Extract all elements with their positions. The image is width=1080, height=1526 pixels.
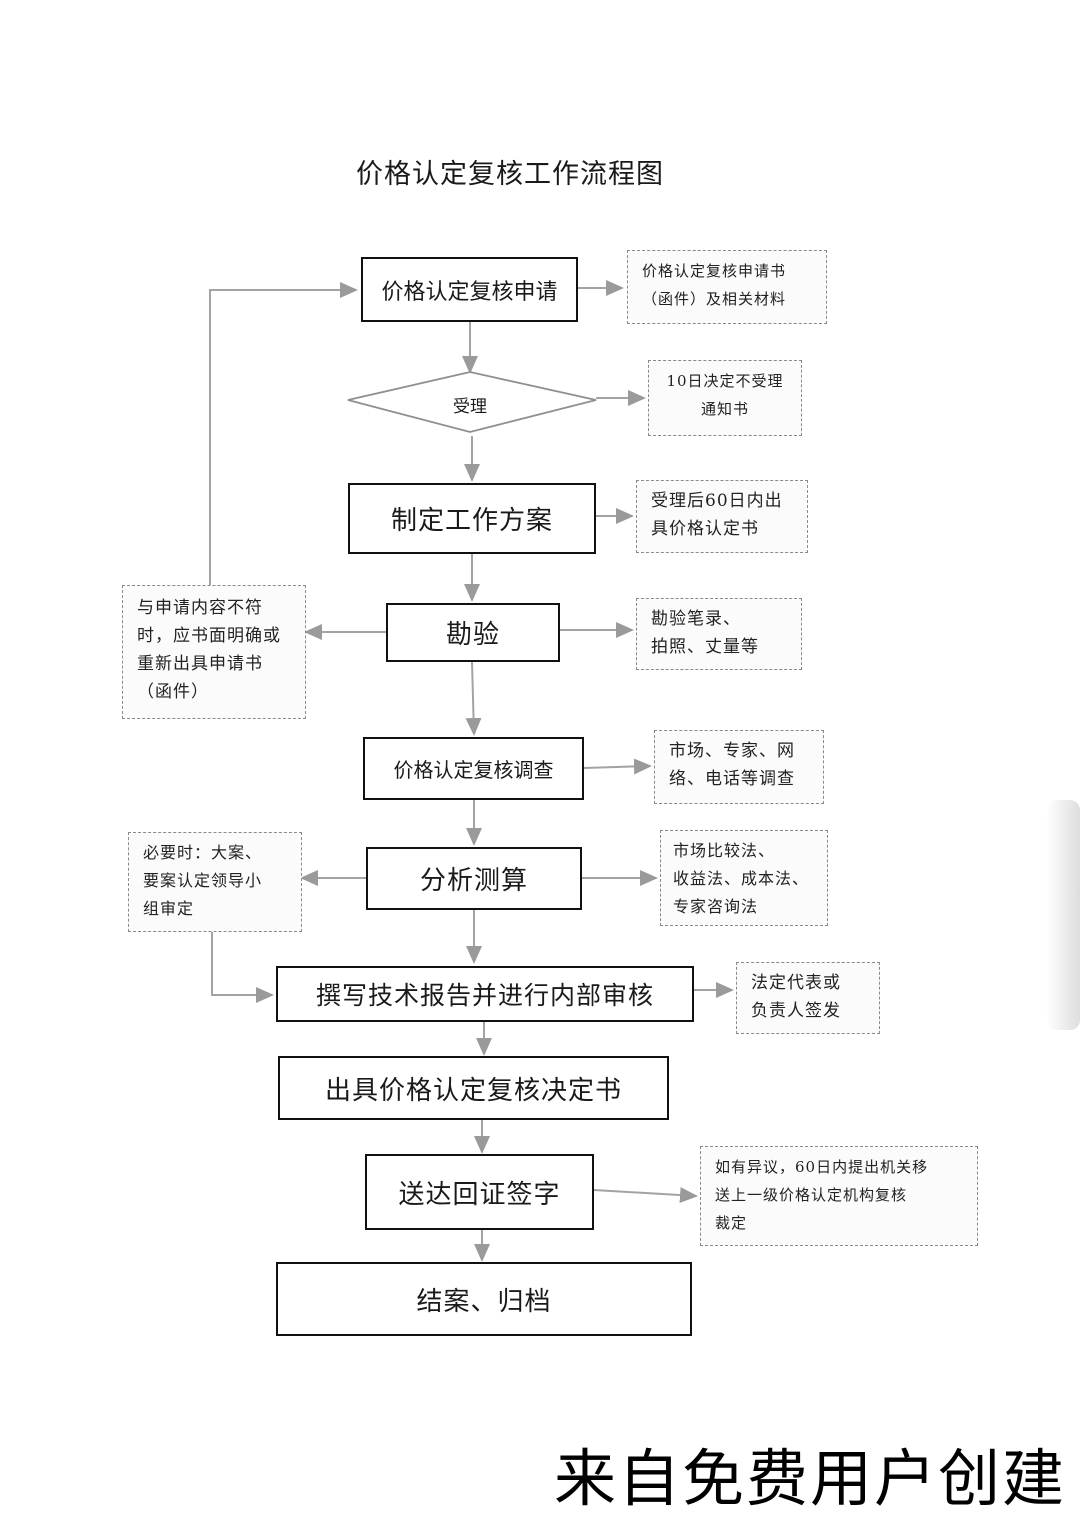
note-mismatch: 与申请内容不符 时，应书面明确或 重新出具申请书 （函件） — [122, 585, 306, 719]
note-line: 拍照、丈量等 — [651, 637, 759, 657]
note-line: 与申请内容不符 — [137, 598, 263, 618]
note-objection: 如有异议，60日内提出机关移 送上一级价格认定机构复核 裁定 — [700, 1146, 978, 1246]
note-line: 具价格认定书 — [651, 519, 759, 539]
step-accept-label: 受理 — [453, 397, 487, 417]
arrow-investigate-to-methods — [583, 758, 652, 775]
page-title: 价格认定复核工作流程图 — [356, 159, 664, 190]
note-line: 通知书 — [700, 400, 749, 418]
note-line: 收益法、成本法、 — [673, 869, 810, 888]
step-deliver-label: 送达回证签字 — [398, 1179, 561, 1210]
note-survey-records: 勘验笔录、 拍照、丈量等 — [636, 598, 802, 670]
arrow-mismatch-loop-back — [209, 282, 358, 585]
note-line: 裁定 — [715, 1214, 748, 1232]
note-line: 10日决定不受理 — [666, 372, 784, 390]
arrow-deliver-to-objection — [593, 1187, 698, 1204]
note-line: 勘验笔录、 — [651, 609, 741, 629]
step-investigate: 价格认定复核调查 — [363, 737, 584, 800]
step-close-label: 结案、归档 — [416, 1286, 552, 1317]
step-issue: 出具价格认定复核决定书 — [278, 1056, 669, 1120]
note-signoff: 法定代表或 负责人签发 — [736, 962, 880, 1034]
note-line: 如有异议，60日内提出机关移 — [715, 1158, 929, 1176]
step-deliver: 送达回证签字 — [365, 1154, 594, 1230]
arrow-survey-to-investigate — [465, 661, 482, 736]
note-line: 必要时：大案、 — [143, 843, 263, 862]
step-analyze-label: 分析测算 — [419, 866, 528, 896]
step-apply: 价格认定复核申请 — [361, 257, 578, 322]
note-apply-materials: 价格认定复核申请书 （函件）及相关材料 — [627, 250, 827, 324]
step-plan-label: 制定工作方案 — [390, 506, 553, 536]
note-line: 价格认定复核申请书 — [642, 262, 787, 280]
note-line: （函件） — [137, 682, 209, 702]
note-reject-notice: 10日决定不受理 通知书 — [648, 360, 802, 436]
note-investigate-methods: 市场、专家、网 络、电话等调查 — [654, 730, 824, 804]
note-line: 市场比较法、 — [673, 841, 776, 860]
watermark-text: 来自免费用户创建 — [553, 1442, 1066, 1515]
note-deadline: 受理后60日内出 具价格认定书 — [636, 480, 808, 553]
step-report-label: 撰写技术报告并进行内部审核 — [315, 981, 654, 1010]
step-apply-label: 价格认定复核申请 — [381, 279, 558, 305]
arrow-leader-to-report — [211, 932, 274, 1003]
step-investigate-label: 价格认定复核调查 — [393, 758, 554, 782]
note-line: 组审定 — [143, 899, 195, 918]
step-analyze: 分析测算 — [366, 847, 582, 910]
step-close: 结案、归档 — [276, 1262, 692, 1336]
step-report: 撰写技术报告并进行内部审核 — [276, 966, 694, 1022]
note-line: 法定代表或 — [751, 973, 841, 993]
note-line: 时，应书面明确或 — [137, 626, 281, 646]
note-leader-review: 必要时：大案、 要案认定领导小 组审定 — [128, 832, 302, 932]
step-survey-label: 勘验 — [445, 620, 500, 650]
note-line: 受理后60日内出 — [651, 491, 783, 511]
step-plan: 制定工作方案 — [348, 483, 596, 554]
scan-shadow — [1046, 800, 1080, 1030]
step-issue-label: 出具价格认定复核决定书 — [324, 1075, 622, 1106]
step-survey: 勘验 — [386, 603, 560, 662]
decision-diamond — [347, 371, 597, 433]
note-line: 要案认定领导小 — [143, 871, 263, 890]
note-line: 专家咨询法 — [673, 897, 759, 916]
note-analysis-methods: 市场比较法、 收益法、成本法、 专家咨询法 — [660, 830, 828, 926]
note-line: 重新出具申请书 — [137, 654, 263, 674]
note-line: 市场、专家、网 — [669, 741, 795, 761]
note-line: 络、电话等调查 — [669, 769, 795, 789]
note-line: 送上一级价格认定机构复核 — [715, 1186, 908, 1204]
note-line: 负责人签发 — [751, 1001, 841, 1021]
note-line: （函件）及相关材料 — [642, 290, 787, 308]
